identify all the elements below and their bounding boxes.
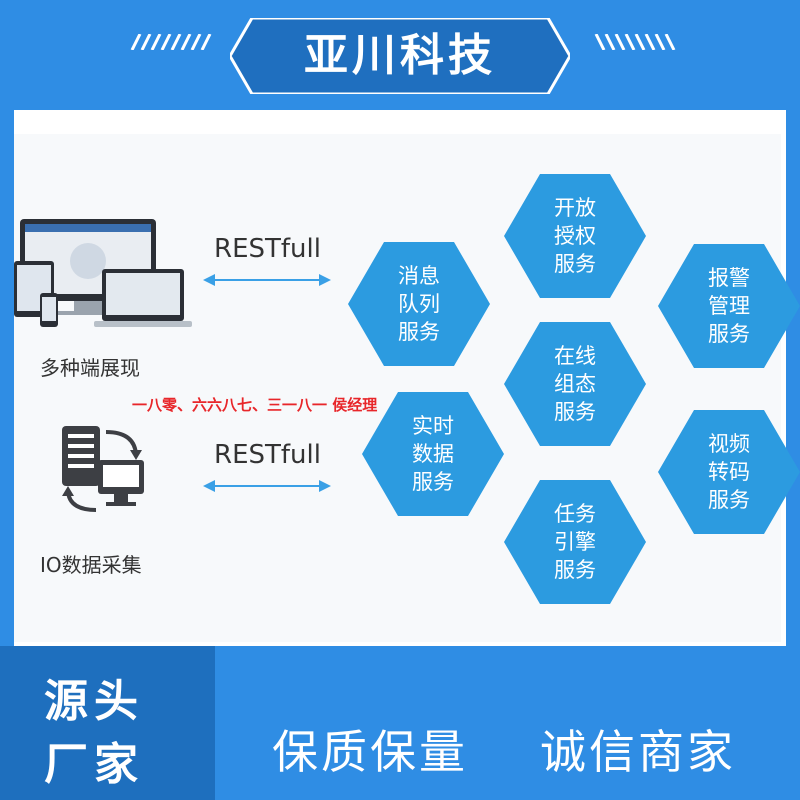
source-factory-badge (0, 646, 215, 800)
hex-online-config-service: 在线 组态 服务 (504, 322, 646, 446)
contact-overlay-text: 一八零、六六八七、三一八一 侯经理 (132, 396, 378, 414)
slogan-integrity: 诚信商家 (540, 725, 736, 779)
hex-label: 开放 授权 服务 (554, 196, 596, 276)
hex-label: 视频 转码 服务 (708, 432, 750, 512)
hex-label: 消息 队列 服务 (398, 264, 440, 344)
hex-label: 实时 数据 服务 (412, 414, 454, 494)
brand-header: 亚川科技 (230, 18, 570, 94)
hex-label: 报警 管理 服务 (708, 266, 750, 346)
devices-label: 多种端展现 (40, 356, 140, 380)
hex-open-auth-service: 开放 授权 服务 (504, 174, 646, 298)
multi-device-icon (14, 219, 192, 327)
io-collect-label: IO数据采集 (40, 553, 142, 577)
slogan-quality: 保质保量 (272, 725, 468, 779)
rest-label-bottom: RESTfull (214, 440, 321, 470)
hex-alarm-service: 报警 管理 服务 (658, 244, 800, 368)
hex-video-transcode-service: 视频 转码 服务 (658, 410, 800, 534)
double-arrow-icon (203, 480, 331, 492)
badge-line-1: 源头 (44, 676, 144, 727)
rest-label-top: RESTfull (214, 234, 321, 264)
double-arrow-icon (203, 274, 331, 286)
hex-message-queue-service: 消息 队列 服务 (348, 242, 490, 366)
hex-realtime-data-service: 实时 数据 服务 (362, 392, 504, 516)
brand-plate (230, 18, 570, 94)
badge-line-2: 厂家 (44, 739, 144, 790)
decor-stripes-right (594, 34, 676, 50)
hex-task-engine-service: 任务 引擎 服务 (504, 480, 646, 604)
hex-label: 在线 组态 服务 (554, 344, 596, 424)
brand-title: 亚川科技 (304, 30, 496, 81)
hex-label: 任务 引擎 服务 (554, 502, 596, 582)
diagram-canvas (14, 134, 781, 642)
server-icon (62, 426, 144, 512)
decor-stripes-left (130, 34, 212, 50)
